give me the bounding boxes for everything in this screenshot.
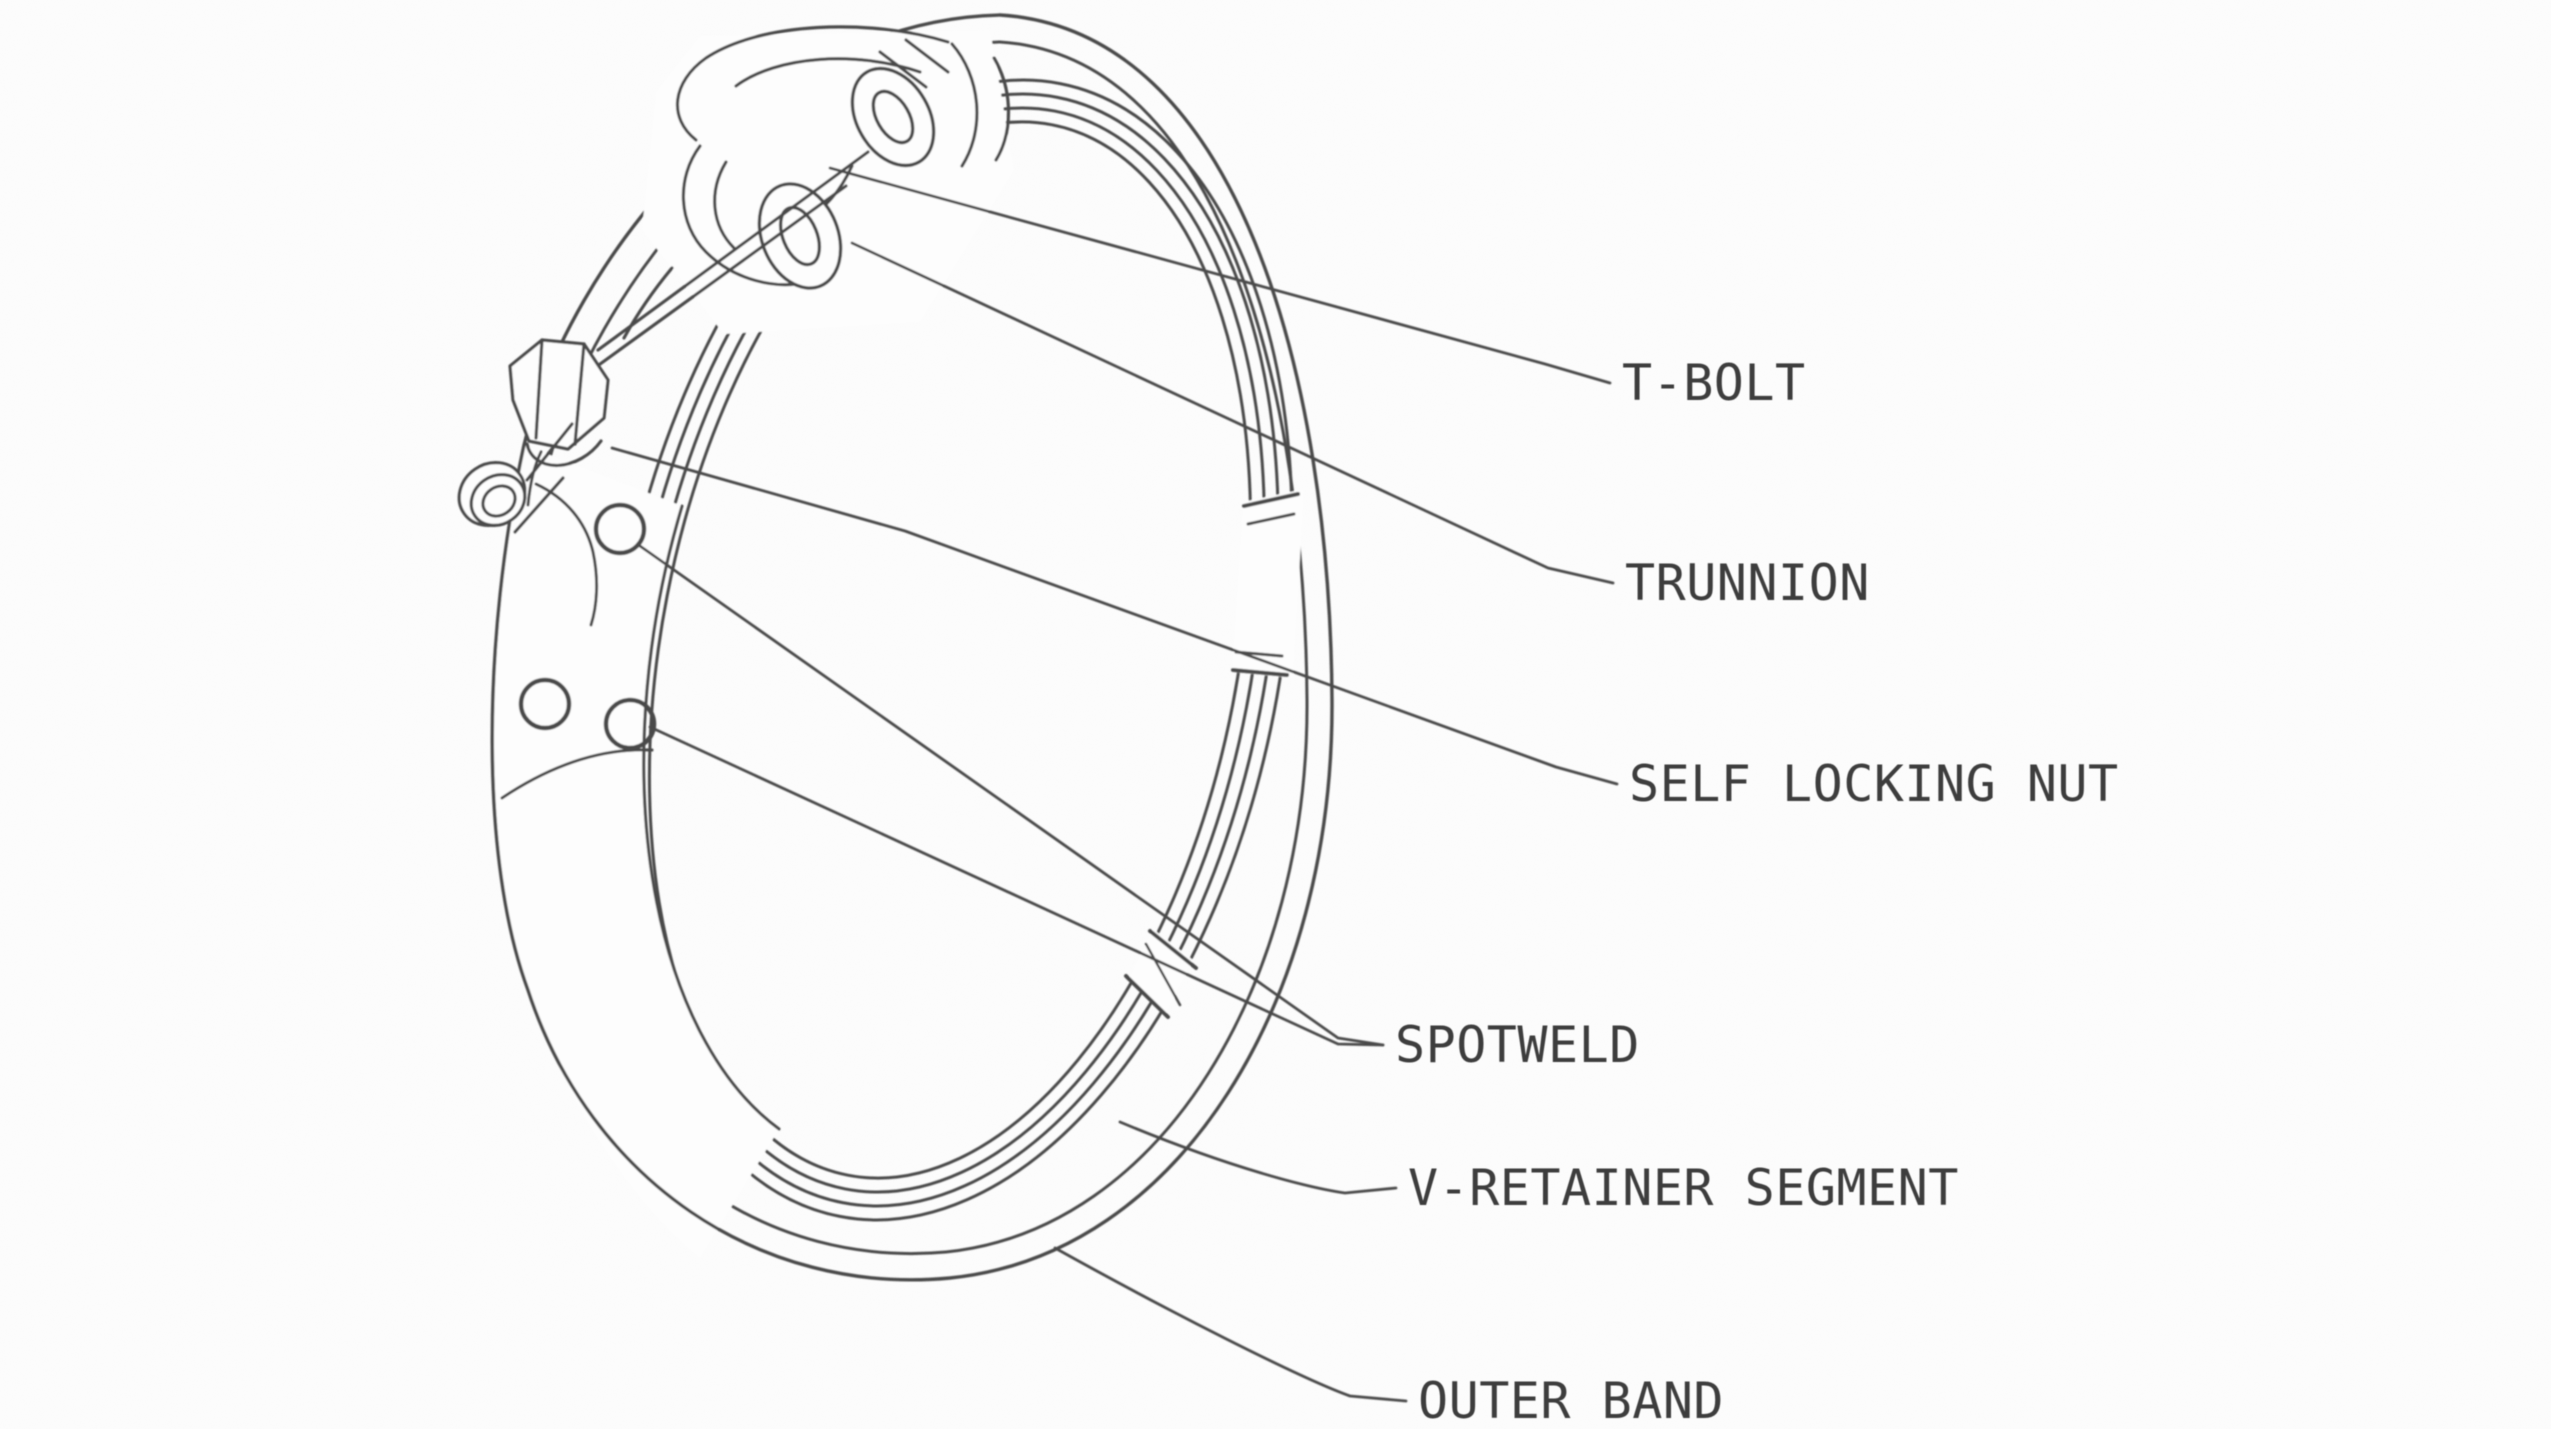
trunnion-upper <box>850 66 936 168</box>
callout-labels: T-BOLT TRUNNION SELF LOCKING NUT SPOTWEL… <box>1395 354 2119 1429</box>
segment-joint-cap-1 <box>1148 929 1198 970</box>
label-outer-band: OUTER BAND <box>1418 1372 1724 1429</box>
spotweld-circle-3 <box>603 697 657 751</box>
plate-shadow-line <box>534 482 599 627</box>
latch-plate <box>500 450 654 800</box>
segment-end-lug-1 <box>1246 512 1296 526</box>
leader-trunnion <box>850 241 1615 585</box>
leader-outer-band <box>1053 1246 1408 1403</box>
nut-facet-1 <box>534 338 544 440</box>
bolt-rod-edge-1 <box>596 150 870 352</box>
label-spotweld: SPOTWELD <box>1395 1016 1640 1074</box>
bracket-upper-strap <box>675 25 950 142</box>
label-self-locking-nut: SELF LOCKING NUT <box>1629 755 2119 813</box>
spotweld-circle-2 <box>518 677 572 731</box>
trunnion-upper-hole <box>871 89 915 145</box>
leader-t-bolt <box>828 166 1612 385</box>
trunnion-lower <box>757 182 843 290</box>
segment-joint-detail <box>1144 942 1182 1007</box>
trunnions <box>757 66 936 290</box>
bracket-lower-strap <box>681 144 810 287</box>
leader-lines <box>610 166 1619 1403</box>
segment-gap-upper <box>1232 489 1304 678</box>
t-head-line-2 <box>904 38 950 74</box>
label-trunnion: TRUNNION <box>1625 554 1870 612</box>
retainer-arc-4 <box>647 120 1253 1180</box>
bolt-tip-thread <box>481 484 517 518</box>
t-bolt-rod <box>576 150 870 382</box>
leader-self-locking-nut <box>610 446 1619 786</box>
t-head-line-1 <box>878 50 928 89</box>
bolt-barrel-edge-2 <box>513 476 565 534</box>
bracket-hook-2 <box>992 56 1010 162</box>
leader-spotweld-2 <box>648 725 1385 1047</box>
nut-flange <box>525 439 603 468</box>
spotwelds <box>518 502 657 751</box>
spotweld-circle-1 <box>593 502 647 556</box>
bracket-plate-connector <box>622 266 674 340</box>
leader-spotweld-1 <box>638 544 1385 1047</box>
clamp-drawing <box>457 13 1619 1403</box>
label-v-retainer-segment: V-RETAINER SEGMENT <box>1408 1159 1959 1217</box>
segment-end-cap-2 <box>1231 668 1289 677</box>
nut-facet-2 <box>573 342 586 446</box>
segment-joint-cap-2 <box>1124 974 1170 1019</box>
plate-bottom-edge <box>500 748 654 800</box>
label-t-bolt: T-BOLT <box>1622 354 1806 412</box>
segment-end-cap-1 <box>1242 492 1300 508</box>
nut-assembly <box>457 338 610 534</box>
bracket-hook-1 <box>950 42 979 168</box>
bolt-rod-edge-2 <box>576 184 848 382</box>
plate-left-edge-top <box>526 450 543 507</box>
bracket-lower-strap-inner <box>713 160 736 250</box>
band-face-inner-edge <box>642 504 781 1131</box>
leader-v-retainer-segment <box>1118 1120 1398 1195</box>
band-face-fill <box>492 445 779 1258</box>
